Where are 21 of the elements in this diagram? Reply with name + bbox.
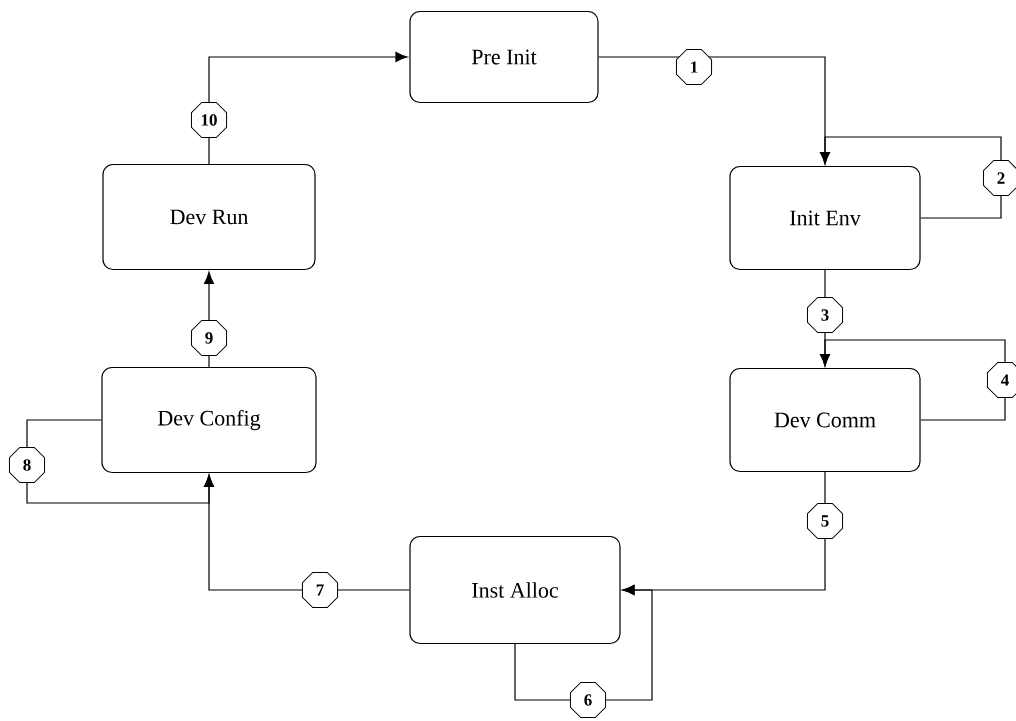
edge-label: 9 <box>190 319 228 357</box>
process-box: Init Env <box>729 165 921 271</box>
process-box: Pre Init <box>409 10 599 104</box>
process-box: Dev Config <box>101 366 317 474</box>
arrow <box>208 52 408 165</box>
process-box: Inst Alloc <box>409 535 621 645</box>
process-box: Dev Run <box>102 163 316 271</box>
edge-label: 7 <box>301 571 339 609</box>
edge-label: 1 <box>675 48 713 86</box>
edge-label: 6 <box>569 681 607 719</box>
arrow <box>820 339 1006 421</box>
edge-label: 5 <box>806 502 844 540</box>
edge-label: 8 <box>8 446 46 484</box>
arrow <box>26 419 215 504</box>
process-box: Dev Comm <box>729 367 921 473</box>
edge-label: 3 <box>806 296 844 334</box>
arrow <box>514 585 653 701</box>
edge-label: 4 <box>986 361 1016 399</box>
arrow <box>820 136 1002 219</box>
edge-label: 2 <box>982 159 1016 197</box>
edge-label: 10 <box>190 101 228 139</box>
